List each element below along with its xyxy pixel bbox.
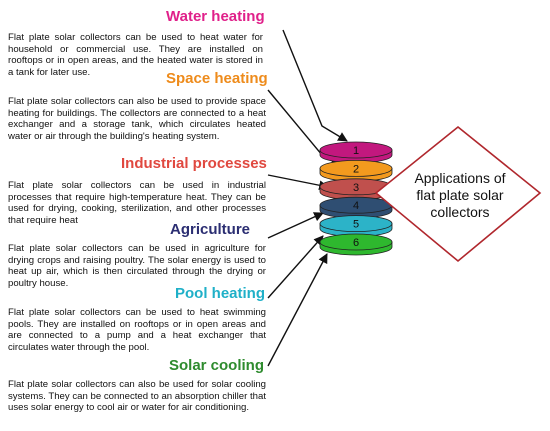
disc-top (319, 215, 393, 233)
description-agriculture: Flat plate solar collectors can be used … (8, 243, 266, 289)
disc-4: 4 (319, 196, 393, 219)
description-industrial-processes: Flat plate solar collectors can be used … (8, 180, 266, 226)
center-diamond (374, 125, 542, 263)
disc-2: 2 (319, 159, 393, 182)
center-label-line-3: collectors (430, 204, 489, 220)
disc-number: 6 (353, 237, 359, 249)
arrow-pool-heating (267, 235, 324, 299)
description-water-heating: Flat plate solar collectors can be used … (8, 32, 263, 78)
arrow-agriculture (267, 212, 324, 239)
disc-number: 1 (353, 145, 359, 157)
disc-top (319, 159, 393, 177)
title-water-heating: Water heating (166, 8, 265, 25)
description-pool-heating: Flat plate solar collectors can be used … (8, 307, 266, 353)
disc-top (319, 233, 393, 251)
center-label-line-1: Applications of (414, 170, 505, 186)
connector-arrows (267, 29, 348, 367)
title-industrial-processes: Industrial processes (121, 155, 267, 172)
disc-top (319, 141, 393, 159)
arrow-water-heating (282, 29, 348, 142)
description-solar-cooling: Flat plate solar collectors can also be … (8, 379, 266, 414)
arrow-solar-cooling (267, 253, 328, 367)
description-space-heating: Flat plate solar collectors can also be … (8, 96, 266, 142)
numbered-disc-stack: 1 2 3 4 5 6 (319, 141, 393, 256)
disc-1: 1 (319, 141, 393, 164)
disc-5: 5 (319, 215, 393, 237)
disc-6: 6 (319, 233, 393, 256)
disc-number: 3 (353, 182, 359, 194)
disc-number: 4 (353, 200, 359, 212)
title-solar-cooling: Solar cooling (169, 357, 264, 374)
title-agriculture: Agriculture (170, 221, 250, 238)
disc-number: 5 (353, 219, 359, 231)
center-label-line-2: flat plate solar (416, 187, 503, 203)
title-space-heating: Space heating (166, 70, 268, 87)
arrow-industrial (267, 174, 329, 191)
title-pool-heating: Pool heating (175, 285, 265, 302)
disc-number: 2 (353, 163, 359, 175)
